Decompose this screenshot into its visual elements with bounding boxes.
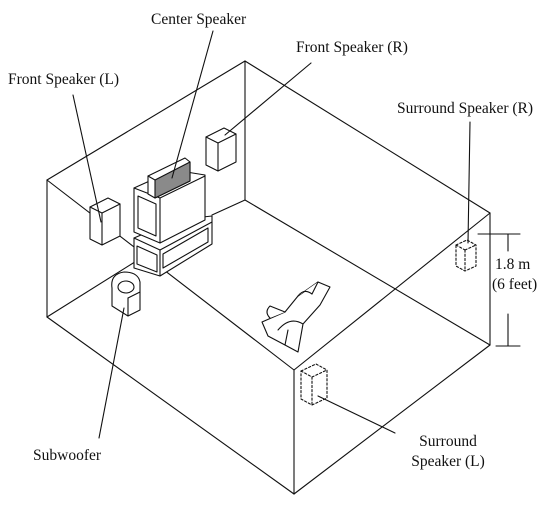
leader-front-right (224, 62, 312, 136)
leader-front-left (72, 94, 102, 223)
label-height-value: 1.8 m (495, 256, 531, 273)
label-front-left: Front Speaker (L) (8, 71, 120, 88)
leader-surround-left (317, 395, 396, 434)
label-surround-left-line1: Surround (419, 433, 477, 450)
subwoofer (111, 271, 141, 317)
room-box (46, 60, 491, 495)
center-speaker (147, 157, 191, 199)
label-subwoofer: Subwoofer (33, 447, 102, 464)
label-surround-right: Surround Speaker (R) (397, 100, 534, 117)
tv-rack (133, 169, 213, 277)
leader-surround-right (467, 121, 471, 244)
leader-center-speaker (171, 30, 214, 179)
label-surround-left-line2: Speaker (L) (411, 453, 485, 470)
armchair (261, 281, 331, 353)
surround-right-speaker (455, 239, 477, 272)
leader-lines (72, 30, 471, 439)
front-left-speaker (89, 197, 121, 246)
label-center-speaker: Center Speaker (151, 11, 247, 28)
label-height-feet: (6 feet) (492, 276, 538, 293)
front-right-speaker (205, 127, 237, 172)
label-front-right: Front Speaker (R) (296, 39, 408, 56)
surround-left-speaker (300, 363, 328, 406)
height-dimension (477, 233, 521, 347)
leader-subwoofer (98, 307, 125, 439)
